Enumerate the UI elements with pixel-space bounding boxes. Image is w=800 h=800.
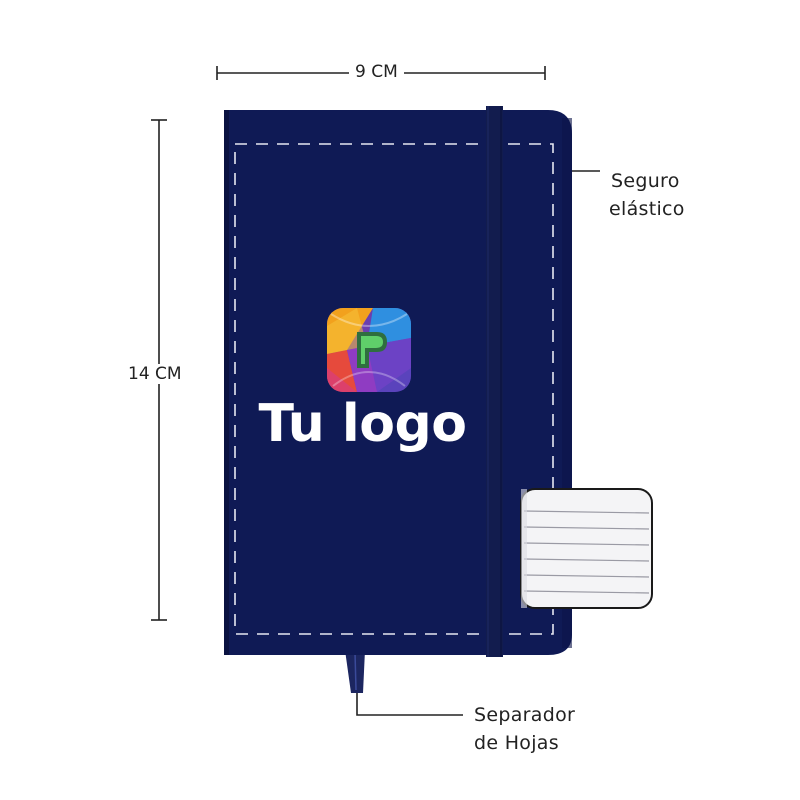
- bookmark-callout-line2: de Hojas: [474, 732, 559, 754]
- logo-placeholder-text: Tu logo: [258, 394, 467, 454]
- elastic-band: [486, 106, 503, 657]
- brand-p-icon: [327, 308, 411, 392]
- bookmark-callout-line1: Separador: [474, 704, 576, 726]
- bookmark-ribbon: [345, 650, 365, 693]
- elastic-callout-line2: elástico: [609, 198, 685, 220]
- bookmark-callout-line: [356, 693, 463, 716]
- lined-paper-inset: [520, 488, 653, 609]
- print-area-outline: [234, 143, 554, 635]
- elastic-callout-line1: Seguro: [611, 170, 680, 192]
- height-label: 14 CM: [122, 364, 188, 384]
- width-label: 9 CM: [349, 62, 404, 82]
